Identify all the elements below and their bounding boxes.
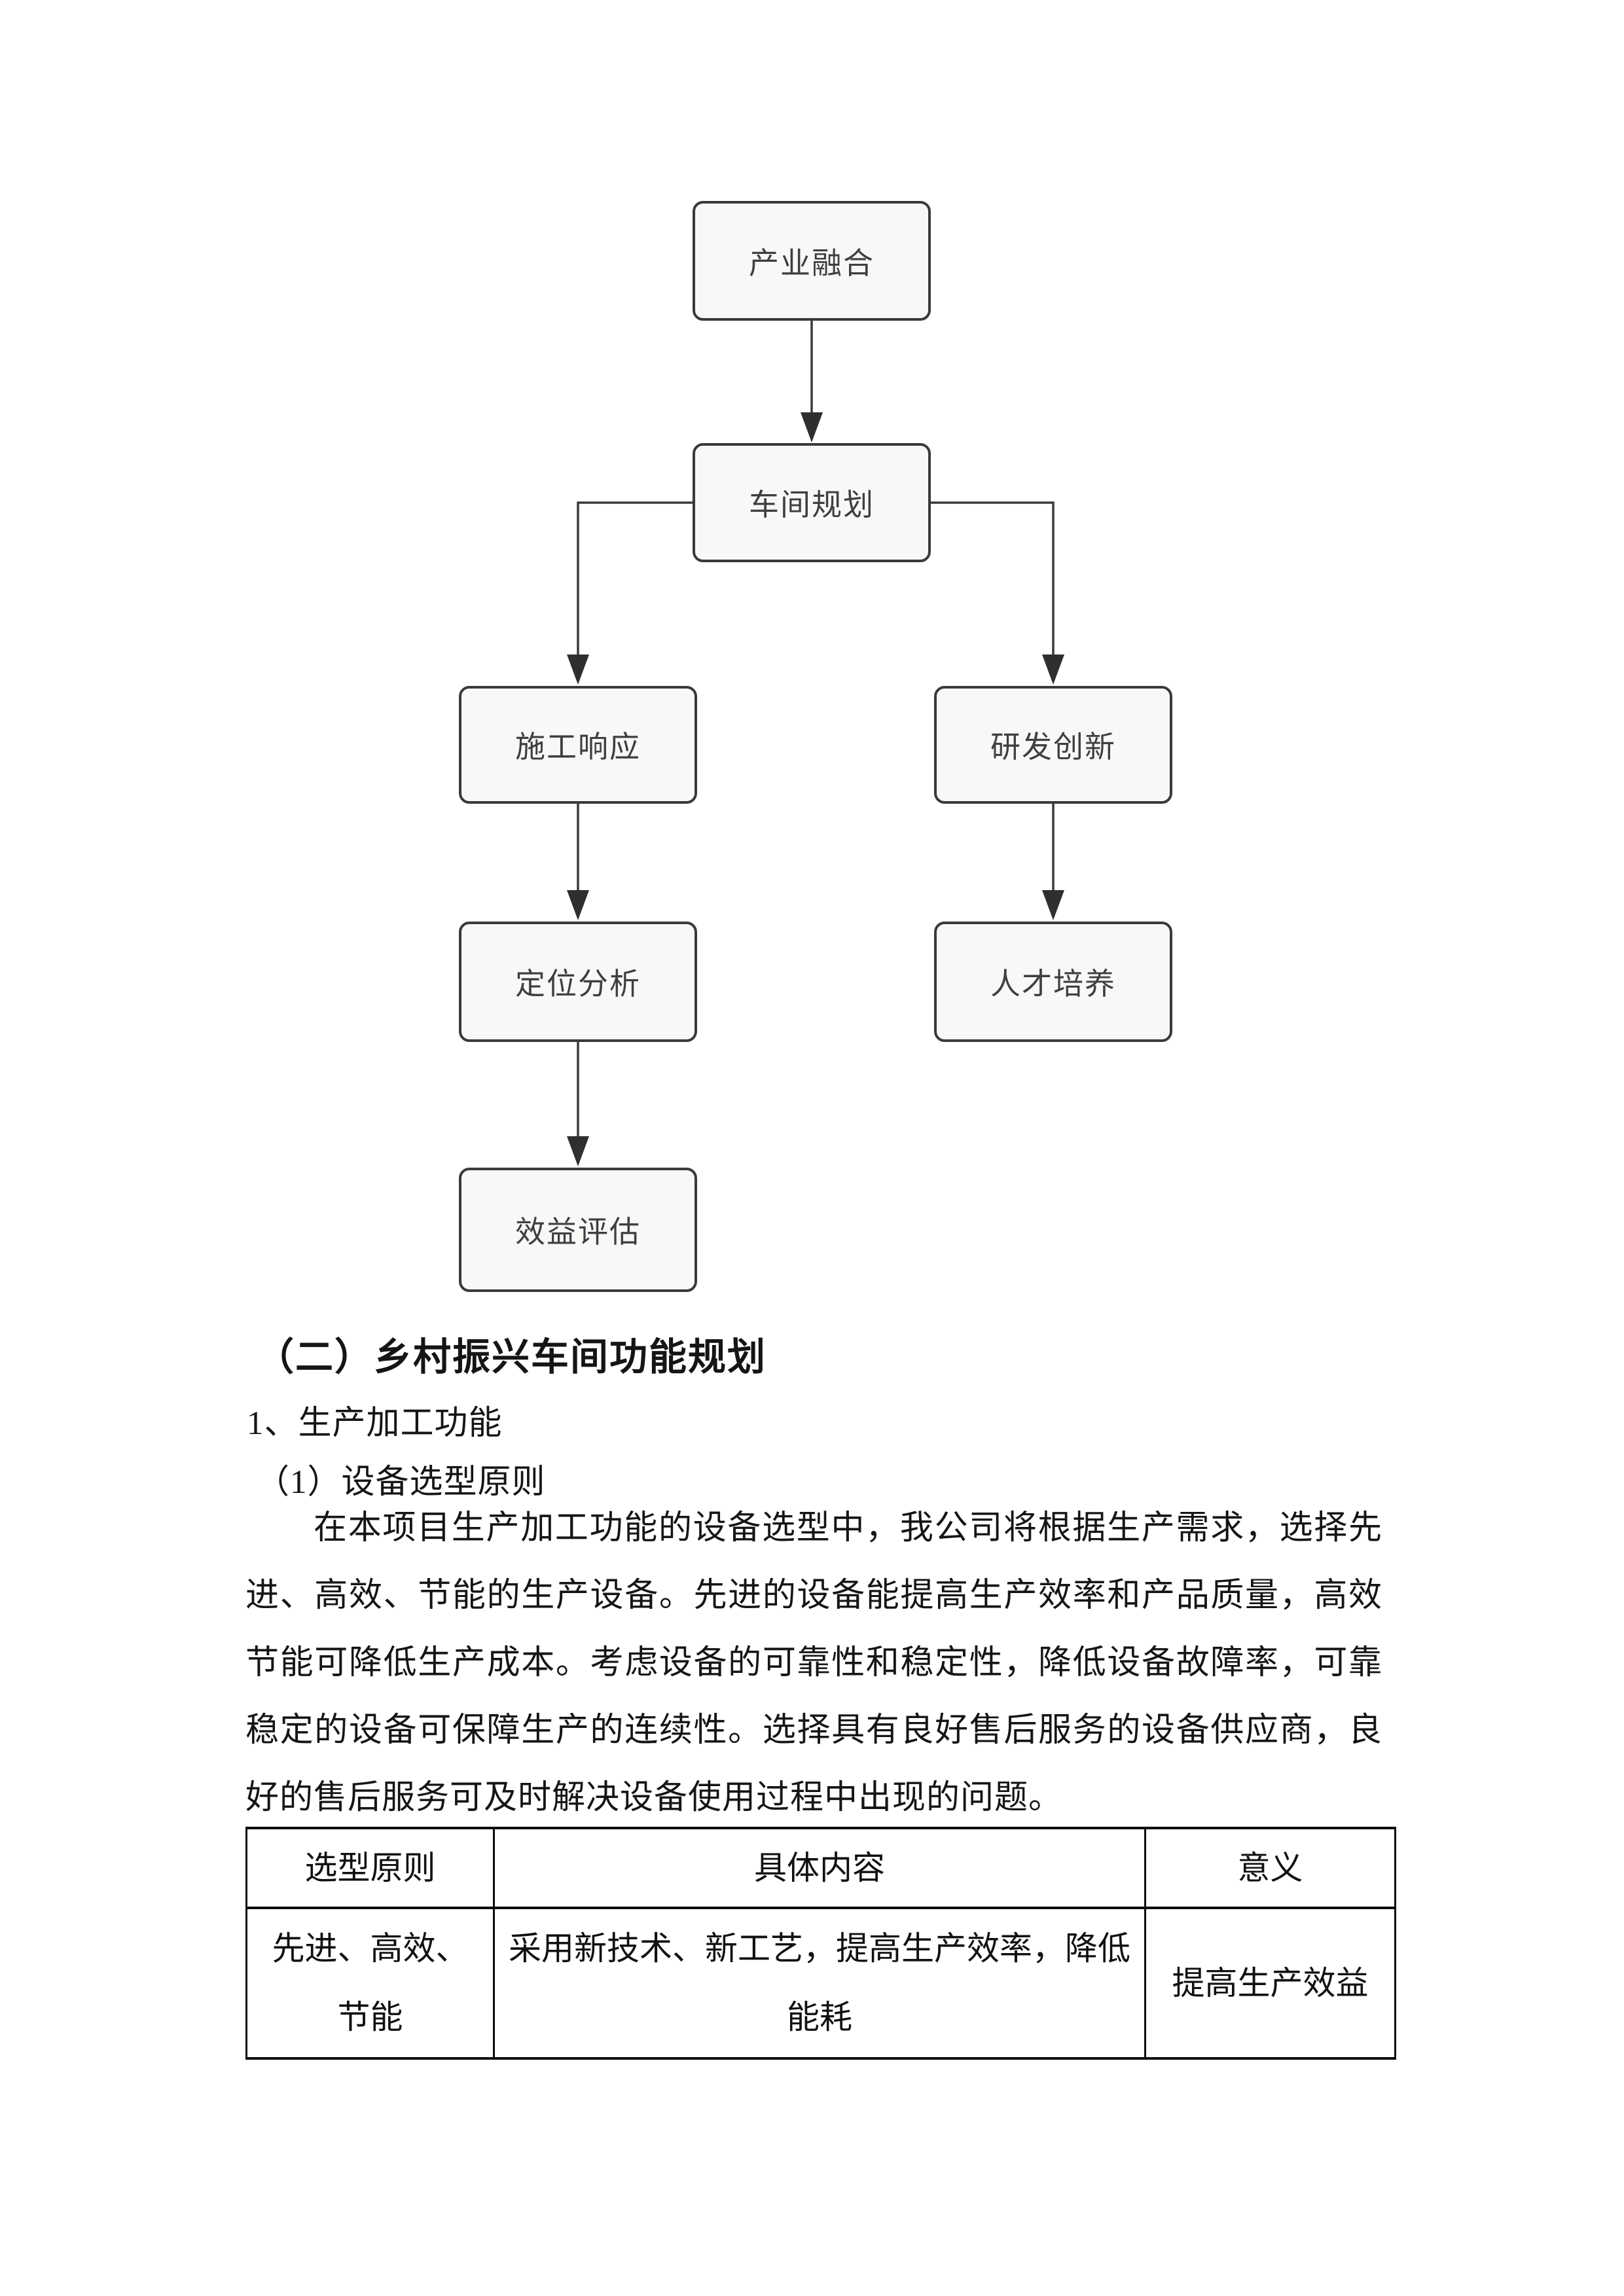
table-header-principle: 选型原则 <box>245 1827 495 1909</box>
flow-node-rd-innovation: 研发创新 <box>934 686 1172 804</box>
table-cell-principle: 先进、高效、节能 <box>245 1908 495 2060</box>
flow-node-label: 人才培养 <box>990 967 1116 1001</box>
table-row: 先进、高效、节能 采用新技术、新工艺，提高生产效率，降低能耗 提高生产效益 <box>245 1908 1396 2060</box>
arrowhead-icon <box>1042 890 1064 920</box>
subsubsection-heading-equipment-selection: （1）设备选型原则 <box>256 1464 546 1501</box>
flow-node-workshop-planning: 车间规划 <box>693 443 931 562</box>
flow-node-label: 效益评估 <box>515 1215 641 1249</box>
table-header-content: 具体内容 <box>493 1827 1146 1909</box>
flow-node-positioning-analysis: 定位分析 <box>459 922 697 1042</box>
arrowhead-icon <box>567 890 589 920</box>
subsection-heading-production: 1、生产加工功能 <box>247 1405 503 1442</box>
flow-node-label: 研发创新 <box>990 730 1116 764</box>
flow-node-construction-response: 施工响应 <box>459 686 697 804</box>
flow-node-label: 施工响应 <box>515 730 641 764</box>
arrowhead-icon <box>567 1136 589 1166</box>
table-cell-content: 采用新技术、新工艺，提高生产效率，降低能耗 <box>493 1908 1146 2060</box>
flow-node-label: 产业融合 <box>749 246 875 280</box>
section-heading: （二）乡村振兴车间功能规划 <box>256 1336 767 1378</box>
flow-node-industry-integration: 产业融合 <box>693 201 931 321</box>
table-cell-significance: 提高生产效益 <box>1144 1908 1396 2060</box>
arrowhead-icon <box>801 412 823 442</box>
body-paragraph: 在本项目生产加工功能的设备选型中，我公司将根据生产需求，选择先进、高效、节能的生… <box>245 1510 1382 1816</box>
flowchart-connectors <box>567 321 1064 1166</box>
flow-node-label: 定位分析 <box>515 967 641 1001</box>
table-header-significance: 意义 <box>1144 1827 1396 1909</box>
arrowhead-icon <box>567 655 589 685</box>
workshop-flowchart-diagram: 产业融合 车间规划 施工响应 研发创新 定位分析 人才培养 效益评估 <box>393 183 1244 1322</box>
flow-node-talent-training: 人才培养 <box>934 922 1172 1042</box>
arrowhead-icon <box>1042 655 1064 685</box>
flow-node-label: 车间规划 <box>749 488 875 522</box>
table-header-row: 选型原则 具体内容 意义 <box>245 1827 1396 1909</box>
flow-node-benefit-evaluation: 效益评估 <box>459 1168 697 1292</box>
equipment-selection-table: 选型原则 具体内容 意义 先进、高效、节能 采用新技术、新工艺，提高生产效率，降… <box>245 1827 1396 2060</box>
